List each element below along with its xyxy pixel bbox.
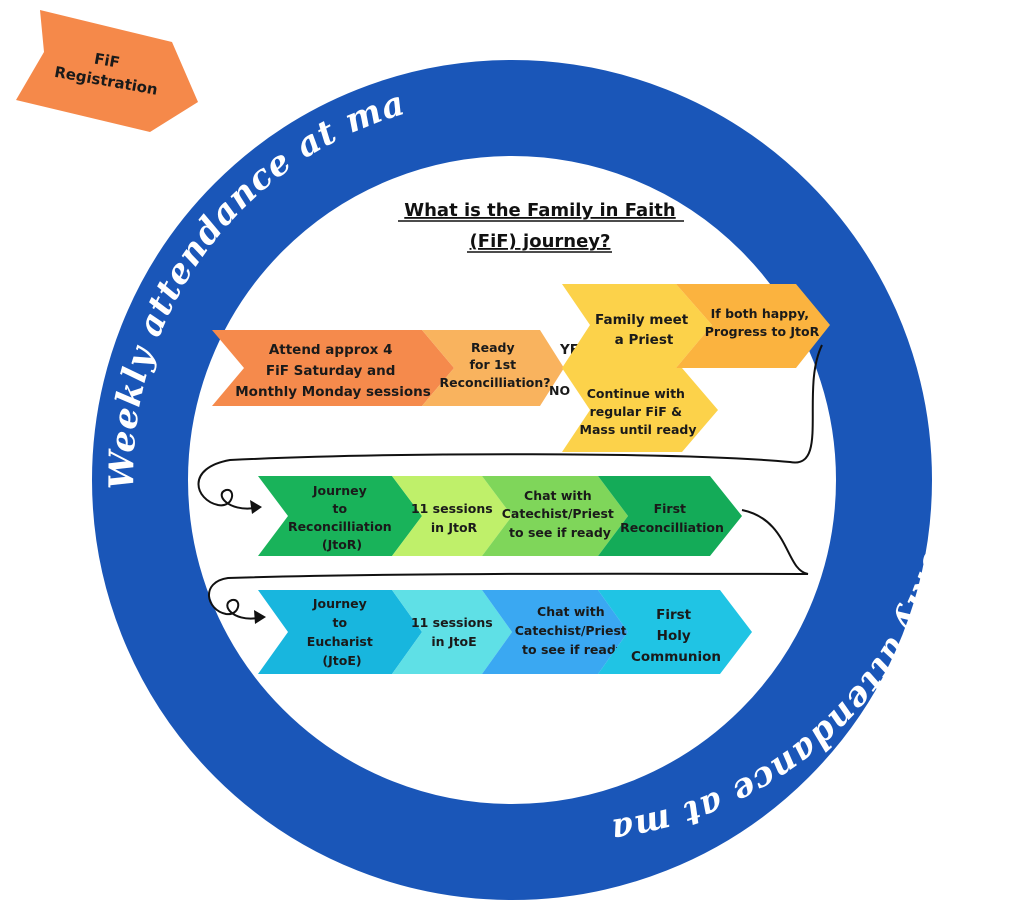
connector-row1-row2-arrowhead: [250, 500, 262, 514]
jtoe-chat-label: Chat with Catechist/Priest to see if rea…: [515, 604, 632, 657]
page-title: What is the Family in Faith (FiF) journe…: [398, 200, 684, 253]
meet-priest-arrow: [562, 284, 712, 368]
title-line-1: What is the Family in Faith: [404, 200, 675, 221]
jtoe-arrow: [258, 590, 422, 674]
jtoe-label: Journey to Eucharist (JtoE): [307, 596, 377, 668]
first-reconciliation-label: First Reconcilliation: [620, 501, 724, 535]
jtoe-chat-arrow: [482, 590, 628, 674]
meet-priest-label: Family meet a Priest: [595, 312, 693, 348]
jtor-label: Journey to Reconcilliation (JtoR): [288, 483, 396, 552]
jtor-chat-label: Chat with Catechist/Priest to see if rea…: [502, 488, 619, 540]
registration-line-1: FiF: [93, 50, 121, 72]
continue-arrow: [562, 368, 718, 452]
first-communion-label: First Holy Communion: [631, 607, 721, 665]
ready-question-arrow: [422, 330, 564, 406]
row-fif-sessions: Attend approx 4 FiF Saturday and Monthly…: [212, 284, 830, 452]
attendance-ring: [92, 60, 932, 900]
jtor-chat-arrow: [482, 476, 628, 556]
jtor-sessions-label: 11 sessions in JtoR: [411, 501, 497, 535]
jtoe-sessions-label: 11 sessions in JtoE: [411, 615, 497, 649]
registration-arrow: FiF Registration: [16, 10, 198, 132]
connector-row2-row3-arrowhead: [254, 610, 266, 624]
connector-row1-row2: [197, 344, 823, 510]
row-journey-reconciliation: Journey to Reconcilliation (JtoR) 11 ses…: [258, 476, 742, 556]
first-reconciliation-arrow: [598, 476, 742, 556]
progress-label: If both happy, Progress to JtoR: [705, 306, 820, 339]
first-communion-arrow: [598, 590, 752, 674]
jtor-sessions-arrow: [392, 476, 512, 556]
continue-label: Continue with regular FiF & Mass until r…: [580, 386, 697, 437]
attend-sessions-label: Attend approx 4 FiF Saturday and Monthly…: [235, 342, 431, 400]
no-label: NO: [549, 383, 570, 398]
jtor-arrow: [258, 476, 422, 556]
progress-arrow: [676, 284, 830, 368]
jtoe-sessions-arrow: [392, 590, 512, 674]
connector-row2-row3: [208, 509, 809, 620]
title-line-2: (FiF) journey?: [470, 231, 611, 252]
attend-sessions-arrow: [212, 330, 454, 406]
row-journey-eucharist: Journey to Eucharist (JtoE) 11 sessions …: [258, 590, 752, 674]
ready-question-label: Ready for 1st Reconcilliation?: [440, 340, 551, 390]
